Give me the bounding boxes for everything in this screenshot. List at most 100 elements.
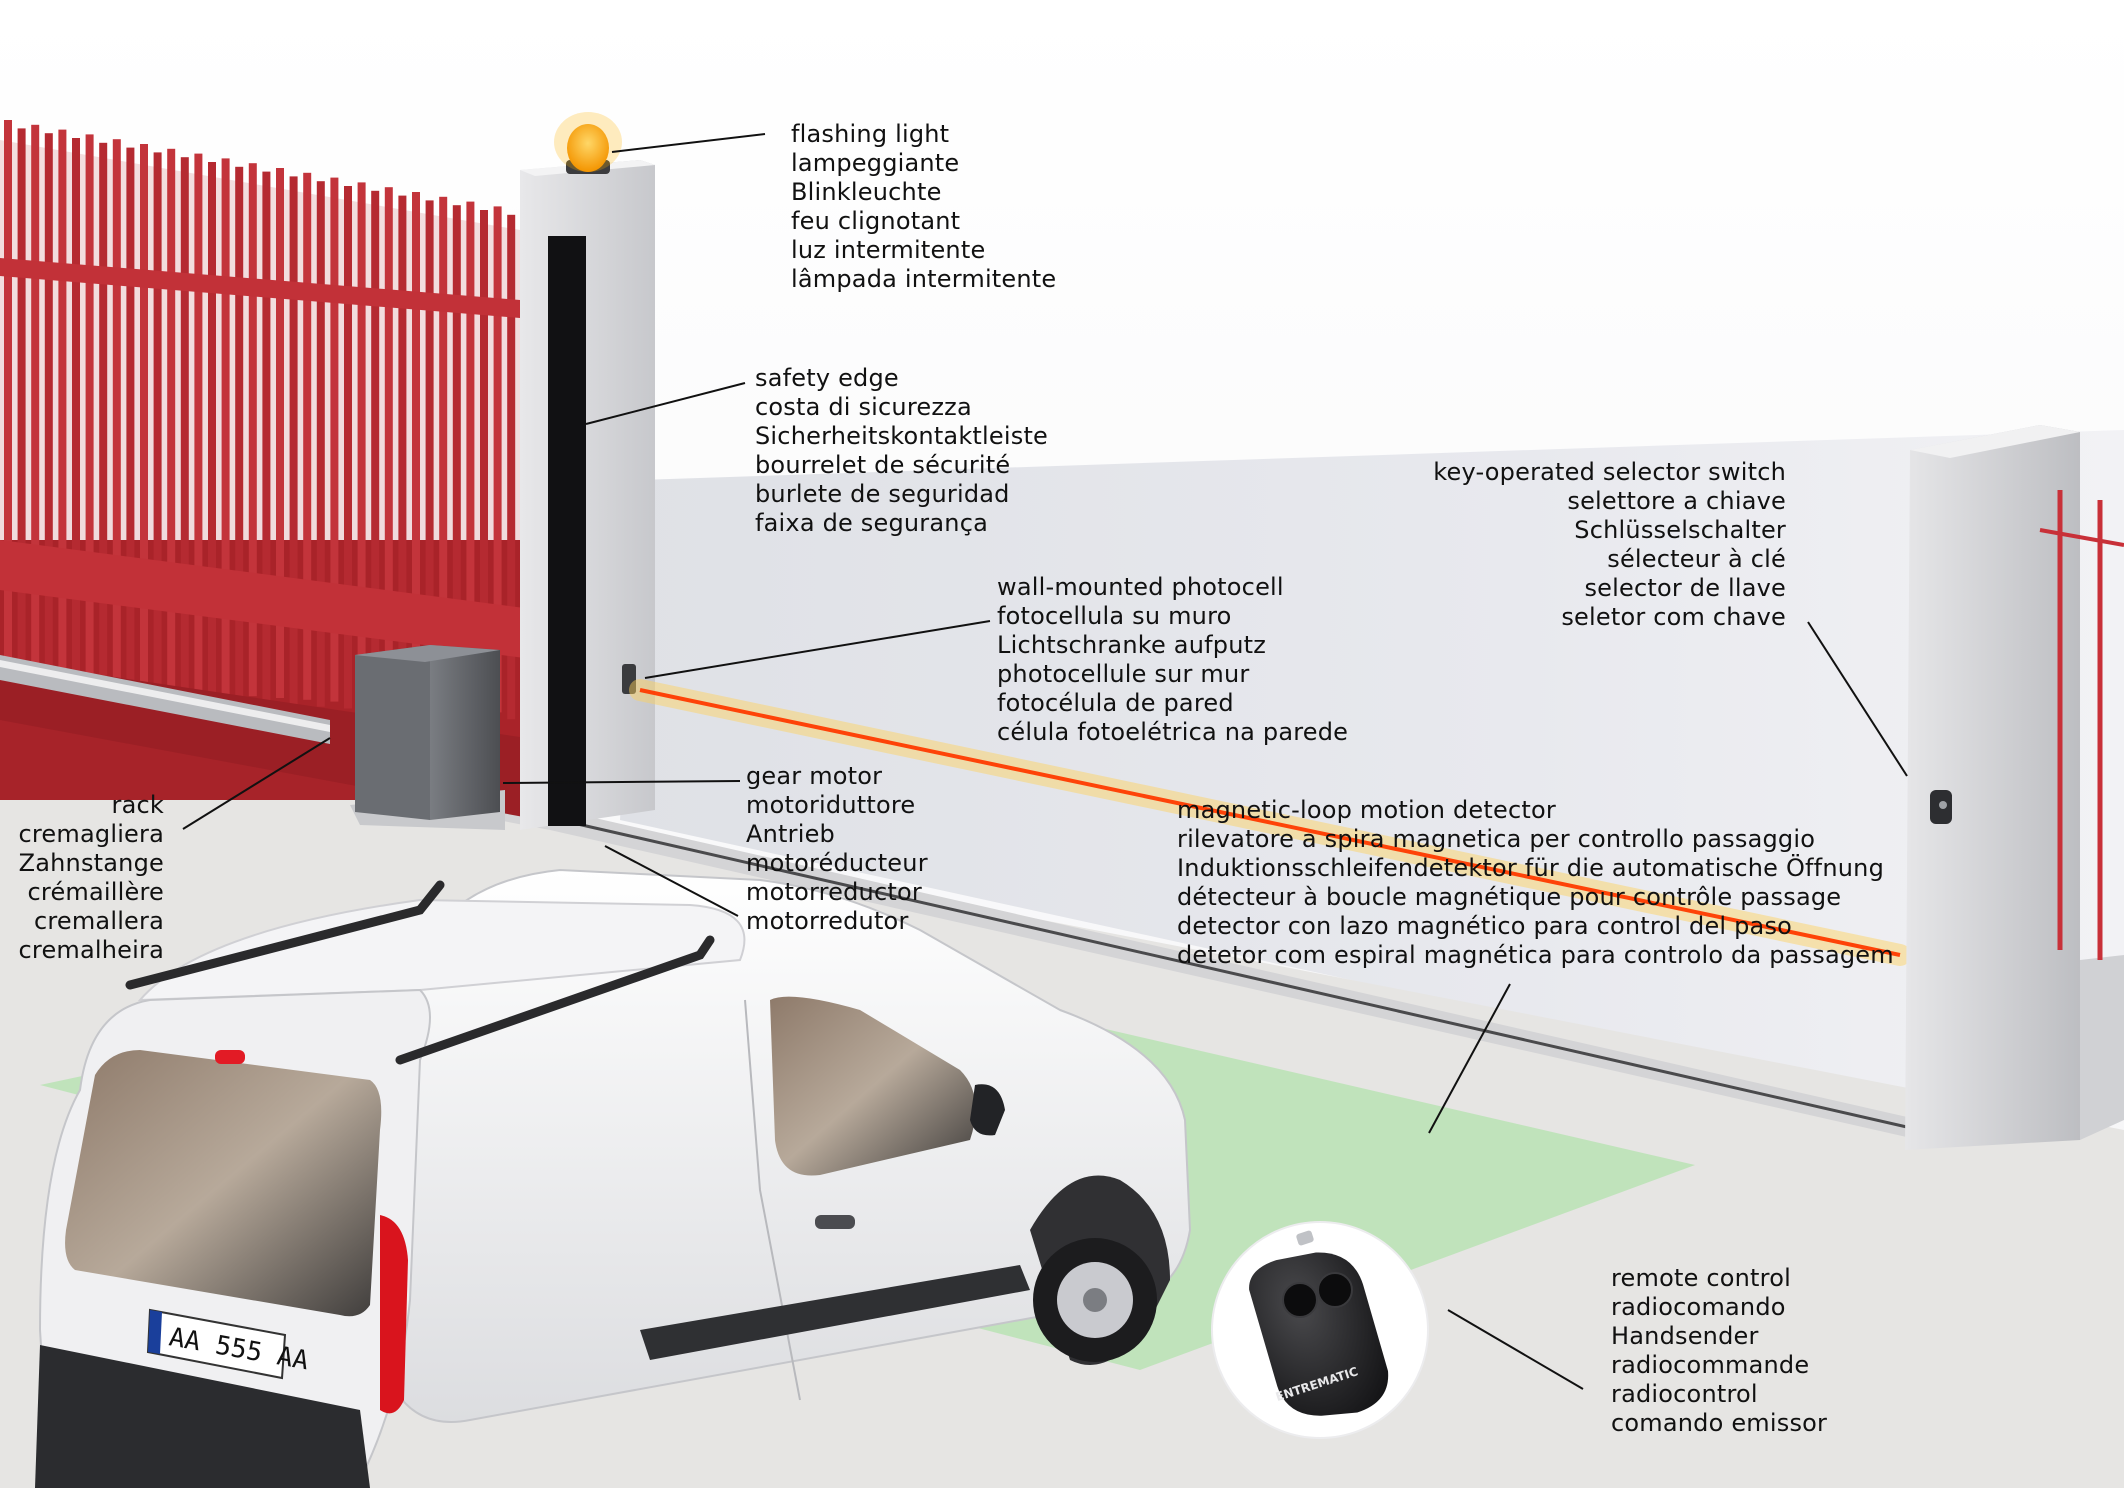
label-safety-edge-line-3: bourrelet de sécurité — [755, 451, 1011, 479]
right-pillar — [1905, 425, 2124, 1150]
label-rack-line-4: cremallera — [33, 907, 164, 935]
gate-bar — [452, 205, 461, 716]
gate-bar — [262, 171, 271, 704]
label-rack-line-5: cremalheira — [18, 936, 164, 964]
label-photocell-line-0: wall-mounted photocell — [997, 573, 1284, 601]
gate-bar — [316, 181, 325, 707]
gate-bar — [507, 214, 516, 720]
label-photocell-line-5: célula fotoelétrica na parede — [997, 718, 1349, 746]
label-key-selector-line-1: selettore a chiave — [1567, 487, 1786, 515]
label-gear-motor-line-2: Antrieb — [746, 820, 835, 848]
label-remote-control-line-0: remote control — [1611, 1264, 1791, 1292]
label-rack-line-3: crémaillère — [27, 878, 164, 906]
gate-bar — [126, 147, 135, 695]
gate-bar — [248, 163, 257, 697]
leader-photocell — [644, 620, 991, 679]
gate-bar — [180, 157, 189, 698]
gate-bar — [235, 166, 244, 702]
leader-remote-control — [1447, 1309, 1584, 1390]
label-rack-line-0: rack — [111, 791, 164, 819]
gate-bar — [112, 139, 121, 688]
label-photocell-line-3: photocellule sur mur — [997, 660, 1250, 688]
remote-control: ENTREMATIC — [1211, 1221, 1429, 1439]
gate-bar — [221, 158, 230, 695]
label-gear-motor-line-4: motorreductor — [746, 878, 922, 906]
label-magnetic-loop-line-4: detector con lazo magnético para control… — [1177, 912, 1793, 940]
label-safety-edge-line-1: costa di sicurezza — [755, 393, 972, 421]
wall-photocell — [622, 664, 636, 694]
label-key-selector-line-3: sélecteur à clé — [1607, 545, 1786, 573]
gate-bar — [85, 134, 94, 686]
label-magnetic-loop-line-5: detetor com espiral magnética para contr… — [1177, 941, 1894, 969]
label-remote-control-line-1: radiocomando — [1611, 1293, 1786, 1321]
label-rack-line-1: cremagliera — [18, 820, 164, 848]
label-remote-control-line-4: radiocontrol — [1611, 1380, 1758, 1408]
safety-edge — [548, 236, 586, 826]
label-safety-edge-line-4: burlete de seguridad — [755, 480, 1010, 508]
label-key-selector-line-5: seletor com chave — [1561, 603, 1786, 631]
label-safety-edge-line-2: Sicherheitskontaktleiste — [755, 422, 1049, 450]
gate-bar — [412, 192, 420, 707]
gate-bar — [425, 200, 434, 714]
label-remote-control-line-3: radiocommande — [1611, 1351, 1810, 1379]
gate-bar — [31, 124, 40, 682]
gate-bar — [398, 195, 407, 713]
label-flashing-light-line-0: flashing light — [791, 120, 950, 148]
label-magnetic-loop-line-1: rilevatore a spira magnetica per control… — [1177, 825, 1816, 853]
leader-safety-edge — [585, 382, 746, 425]
label-safety-edge-line-5: faixa de segurança — [755, 509, 988, 537]
gate-bar — [439, 196, 448, 709]
label-gear-motor-line-1: motoriduttore — [746, 791, 916, 819]
gate-bar — [330, 177, 339, 702]
gear-rack — [0, 655, 330, 744]
label-remote-control-line-5: comando emissor — [1611, 1409, 1828, 1437]
leader-lines — [182, 133, 1908, 1390]
gate-bar — [276, 168, 284, 698]
label-key-selector-line-2: Schlüsselschalter — [1574, 516, 1786, 544]
label-key-selector-line-4: selector de llave — [1584, 574, 1786, 602]
label-magnetic-loop-line-2: Induktionsschleifendetektor für die auto… — [1177, 854, 1885, 882]
gate-bar — [466, 201, 475, 711]
leader-key-selector — [1807, 621, 1908, 777]
gate-bar — [480, 210, 488, 718]
leader-gear-motor-b — [604, 845, 739, 917]
label-flashing-light-line-4: luz intermitente — [791, 236, 986, 264]
gate-bar — [344, 186, 352, 709]
gate-bar — [167, 148, 176, 691]
label-gear-motor-line-0: gear motor — [746, 762, 883, 790]
label-flashing-light-line-1: lampeggiante — [791, 149, 960, 177]
gate-bar — [17, 128, 26, 687]
gear-motor — [350, 645, 505, 830]
label-remote-control-line-2: Handsender — [1611, 1322, 1759, 1350]
leader-magnetic-loop — [1428, 983, 1511, 1134]
gate-bar — [58, 129, 67, 684]
gate-bar — [194, 153, 203, 693]
gate-bar — [44, 133, 53, 689]
white-van: AA 555 AA — [35, 868, 1192, 1488]
gate-bar — [289, 176, 298, 705]
gate-bar — [153, 152, 162, 696]
gate-bar — [371, 190, 380, 711]
label-safety-edge-line-0: safety edge — [755, 364, 899, 392]
label-rack-line-2: Zahnstange — [18, 849, 164, 877]
leader-gear-motor — [502, 780, 741, 784]
gate-bar — [208, 162, 216, 700]
label-photocell-line-1: fotocellula su muro — [997, 602, 1232, 630]
photocell-beam — [629, 679, 1911, 966]
flashing-light — [554, 112, 622, 174]
gate-bar — [357, 182, 366, 704]
label-key-selector-line-0: key-operated selector switch — [1433, 458, 1786, 486]
gate-bar — [384, 187, 393, 706]
gate-bar — [140, 144, 148, 689]
leader-flashing-light — [611, 133, 766, 153]
gate-track-line — [559, 818, 1921, 1132]
label-photocell-line-2: Lichtschranke aufputz — [997, 631, 1267, 659]
label-magnetic-loop-line-3: détecteur à boucle magnétique pour contr… — [1177, 883, 1842, 911]
